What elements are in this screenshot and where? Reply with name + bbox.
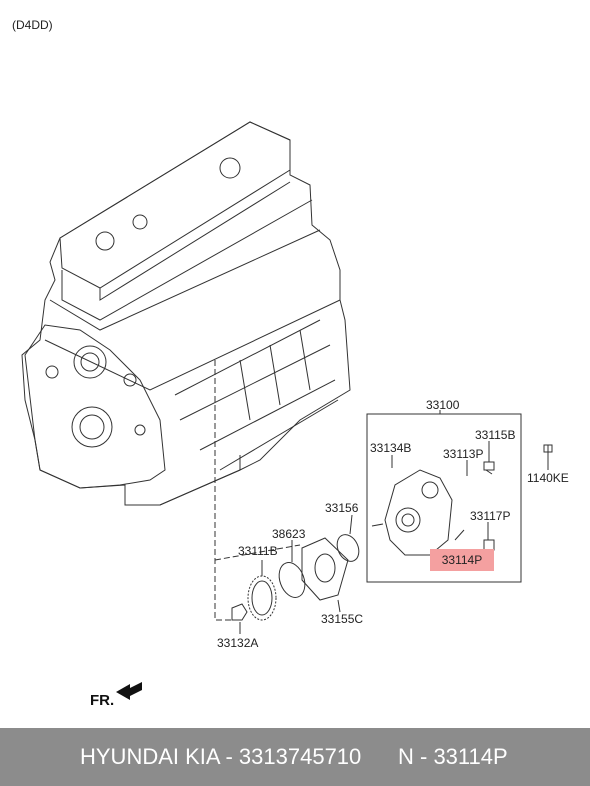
label-33113p: 33113P: [443, 447, 484, 461]
o-ring-38623: [278, 562, 306, 598]
oil-pan: [124, 455, 241, 506]
valve-cover: [59, 121, 291, 289]
front-direction-label: FR.: [90, 692, 115, 709]
label-33111b: 33111B: [238, 544, 278, 558]
label-33132a: 33132A: [217, 636, 259, 650]
label-38623: 38623: [272, 527, 306, 541]
label-33134b: 33134B: [370, 441, 412, 455]
fr-arrow-icon: [116, 682, 142, 700]
cylinder-head: [61, 199, 313, 321]
label-33117p: 33117P: [470, 509, 511, 523]
highlighted-part-33114p[interactable]: 33114P: [430, 549, 494, 571]
label-33100: 33100: [426, 398, 460, 412]
o-ring-33156: [336, 534, 360, 562]
plug-33117p: [483, 539, 495, 551]
label-33115b: 33115B: [475, 428, 516, 442]
bolt-1140ke: [543, 444, 553, 466]
pump-group-box: [366, 413, 522, 583]
flange-33155c: [301, 537, 349, 601]
engine-block-outline: [21, 121, 351, 506]
bolt-33115b: [483, 461, 495, 475]
variant-label: (D4DD): [12, 18, 53, 32]
nut-33132a: [231, 603, 248, 621]
label-33155c: 33155C: [321, 612, 364, 626]
footer-part-info: HYUNDAI KIA - 3313745710: [80, 744, 362, 769]
front-cover: [24, 324, 166, 489]
fuel-pump-body: [384, 469, 453, 556]
footer-part-number: N - 33114P: [398, 744, 508, 769]
label-1140ke: 1140KE: [527, 471, 569, 485]
label-33114p: 33114P: [441, 553, 483, 567]
label-33156: 33156: [325, 501, 359, 515]
center-line: [214, 360, 240, 621]
footer-bar: HYUNDAI KIA - 3313745710 N - 33114P: [0, 728, 590, 786]
